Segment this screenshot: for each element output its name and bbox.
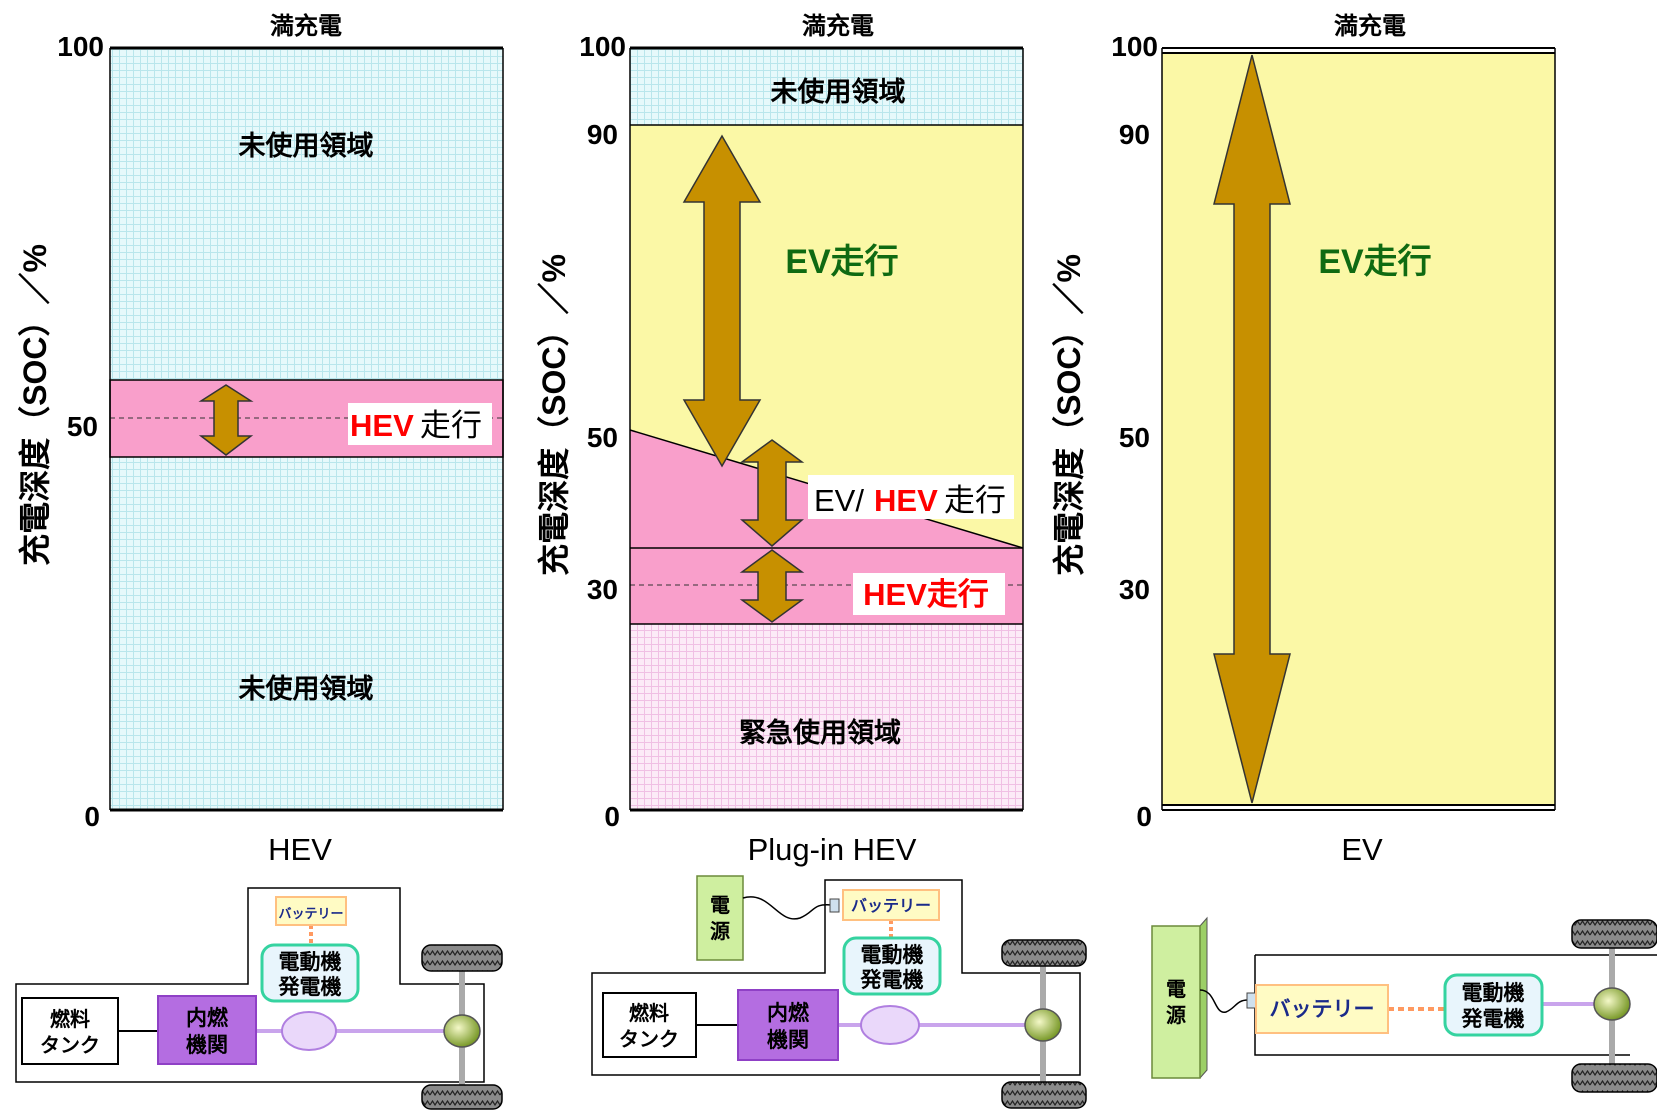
powertrain-ev: 電 源 バッテリー 電動機 発電機 xyxy=(1151,916,1657,1093)
wheel-icon xyxy=(421,1084,503,1110)
hev-double-arrow xyxy=(739,549,805,623)
battery-label: バッテリー xyxy=(851,897,931,915)
motor-generator xyxy=(260,943,360,1003)
ev-double-arrow xyxy=(1213,54,1291,804)
engine-label-2: 機関 xyxy=(767,1028,809,1052)
power-source-label-2: 源 xyxy=(1166,1004,1186,1027)
axle-hub-icon xyxy=(1593,987,1631,1021)
powertrain-phev: 電 源 バッテリー 電動機 発電機 燃料 タンク 内燃 機関 xyxy=(591,875,1087,1109)
panel-label-ev: EV xyxy=(1341,832,1383,867)
tick-100: 100 xyxy=(57,31,104,62)
tick-90: 90 xyxy=(587,119,618,150)
full-charge-label: 満充電 xyxy=(1334,12,1406,40)
ev-hev-double-arrow xyxy=(739,439,805,547)
fuel-tank xyxy=(602,992,697,1058)
plug-icon xyxy=(829,898,840,913)
tick-30: 30 xyxy=(1119,574,1150,605)
engine-label-1: 内燃 xyxy=(767,1001,810,1025)
charging-cable xyxy=(1199,989,1249,1013)
fuel-tank-label-2: タンク xyxy=(40,1034,100,1057)
tick-100: 100 xyxy=(1111,31,1158,62)
tick-90: 90 xyxy=(1119,119,1150,150)
unused-region xyxy=(630,48,1023,125)
full-charge-label: 満充電 xyxy=(270,12,342,40)
ev-drive-label: EV走行 xyxy=(785,243,898,281)
engine-label-1: 内燃 xyxy=(186,1006,229,1030)
power-split-device xyxy=(281,1011,337,1051)
motor-generator xyxy=(1443,973,1544,1037)
fuel-tank xyxy=(21,997,119,1065)
tick-50: 50 xyxy=(1119,422,1150,453)
power-source-label-1: 電 xyxy=(710,894,730,917)
battery-label: バッテリー xyxy=(1270,998,1375,1021)
power-source xyxy=(1151,925,1201,1079)
fuel-tank-label-1: 燃料 xyxy=(50,1007,90,1031)
vehicle-outline xyxy=(591,879,1081,1076)
motor-label-1: 電動機 xyxy=(861,943,924,967)
motor-generator xyxy=(842,936,942,996)
charging-cable xyxy=(742,896,833,920)
power-source-label-2: 源 xyxy=(710,920,730,943)
tick-30: 30 xyxy=(587,574,618,605)
ev-drive-label: EV走行 xyxy=(1318,243,1431,281)
hev-band-label-drive: 走行 xyxy=(420,408,482,443)
motor-label-2: 発電機 xyxy=(278,975,342,999)
y-axis-title: 充電深度（SOC）／% xyxy=(17,244,53,566)
ev-region xyxy=(1162,53,1555,805)
engine xyxy=(157,995,257,1065)
emergency-label: 緊急使用領域 xyxy=(739,717,901,748)
panel-phev: 満充電 100 90 50 30 0 充電深度（SOC）／% 未使用領域 EV走… xyxy=(536,12,1024,867)
wheel-icon xyxy=(1001,939,1087,967)
unused-upper-label: 未使用領域 xyxy=(771,76,906,107)
motor-label-1: 電動機 xyxy=(279,950,342,974)
ev-hev-label-hev: HEV xyxy=(874,483,938,518)
wheel-icon xyxy=(421,944,503,972)
battery-icon xyxy=(275,896,347,926)
tick-50: 50 xyxy=(67,411,98,442)
hev-double-arrow xyxy=(198,384,254,456)
engine xyxy=(737,989,839,1061)
battery-icon xyxy=(842,889,940,921)
axle-hub-icon xyxy=(443,1014,481,1048)
fuel-tank-label-2: タンク xyxy=(619,1028,679,1051)
tick-50: 50 xyxy=(587,422,618,453)
wheel-icon xyxy=(1571,1063,1657,1093)
panel-hev: 満充電 100 50 0 充電深度（SOC）／% 未使用領域 未使用領域 HEV… xyxy=(17,12,504,867)
battery-icon xyxy=(1255,984,1389,1034)
full-charge-label: 満充電 xyxy=(802,12,874,40)
tick-0: 0 xyxy=(84,801,100,832)
plug-icon xyxy=(1246,992,1257,1009)
battery-label: バッテリー xyxy=(278,906,343,921)
powertrain-hev: 燃料 タンク 内燃 機関 バッテリー 電動機 発電機 xyxy=(15,887,503,1110)
hev-drive-label: HEV走行 xyxy=(863,577,989,612)
engine-label-2: 機関 xyxy=(186,1033,228,1057)
power-source xyxy=(696,875,744,961)
hev-band-label-hev: HEV xyxy=(350,408,414,443)
power-source-label-1: 電 xyxy=(1166,978,1186,1001)
tick-100: 100 xyxy=(579,31,626,62)
motor-label-1: 電動機 xyxy=(1462,981,1525,1005)
ev-hev-label-drive: 走行 xyxy=(944,483,1006,518)
vehicle-outline xyxy=(15,887,485,1083)
y-axis-title: 充電深度（SOC）／% xyxy=(536,254,572,576)
tick-0: 0 xyxy=(1136,801,1152,832)
panel-label-phev: Plug-in HEV xyxy=(748,832,917,867)
ev-double-arrow xyxy=(682,134,762,468)
motor-label-2: 発電機 xyxy=(1461,1007,1525,1031)
power-split-device xyxy=(860,1005,920,1045)
emergency-region xyxy=(630,624,1023,810)
ev-hev-label-ev: EV/ xyxy=(814,483,864,518)
wheel-icon xyxy=(1571,919,1657,949)
tick-0: 0 xyxy=(604,801,620,832)
motor-label-2: 発電機 xyxy=(860,968,924,992)
axle-hub-icon xyxy=(1024,1008,1062,1042)
panel-ev: 満充電 100 90 50 30 0 充電深度（SOC）／% EV走行 EV xyxy=(1051,12,1556,867)
panel-label-hev: HEV xyxy=(268,832,332,867)
fuel-tank-label-1: 燃料 xyxy=(629,1001,669,1025)
y-axis-title: 充電深度（SOC）／% xyxy=(1051,254,1087,576)
unused-lower-label: 未使用領域 xyxy=(239,673,374,704)
unused-upper-label: 未使用領域 xyxy=(239,130,374,161)
wheel-icon xyxy=(1001,1081,1087,1109)
